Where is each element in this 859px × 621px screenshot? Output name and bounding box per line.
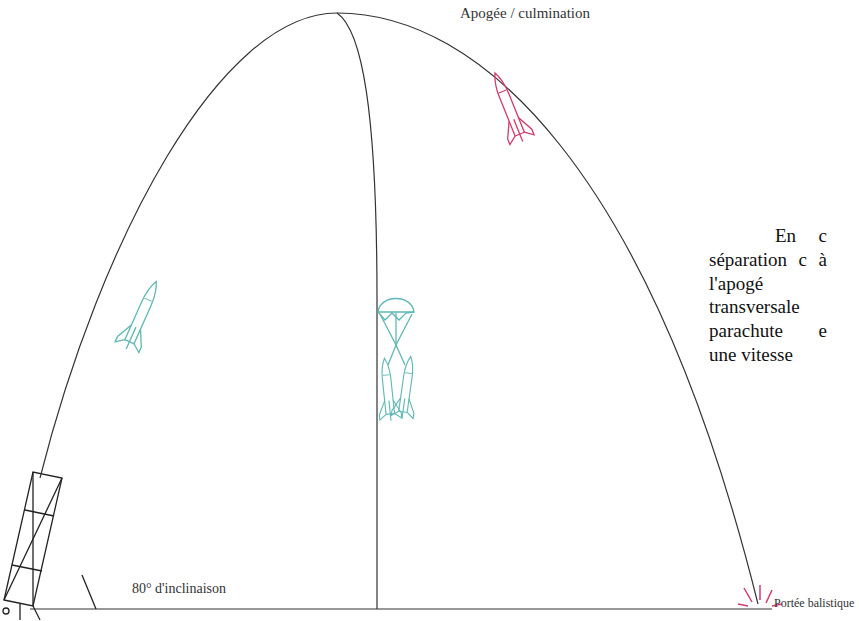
range-label: Portée balistique	[774, 596, 854, 610]
parachute-rocket	[378, 299, 414, 366]
ascending-rocket	[114, 276, 168, 354]
ascent-path	[40, 13, 337, 478]
ground-line	[30, 608, 772, 609]
side-paragraph: En c séparation c à l'apogé transversale…	[709, 224, 827, 367]
rocket-half	[391, 355, 422, 420]
parachute-path	[337, 13, 377, 609]
launch-rail	[3, 472, 96, 620]
apex-label: Apogée / culmination	[460, 4, 590, 22]
angle-label: 80° d'inclinaison	[132, 581, 226, 598]
ballistic-path	[337, 13, 758, 604]
ballistic-rocket	[483, 68, 535, 146]
